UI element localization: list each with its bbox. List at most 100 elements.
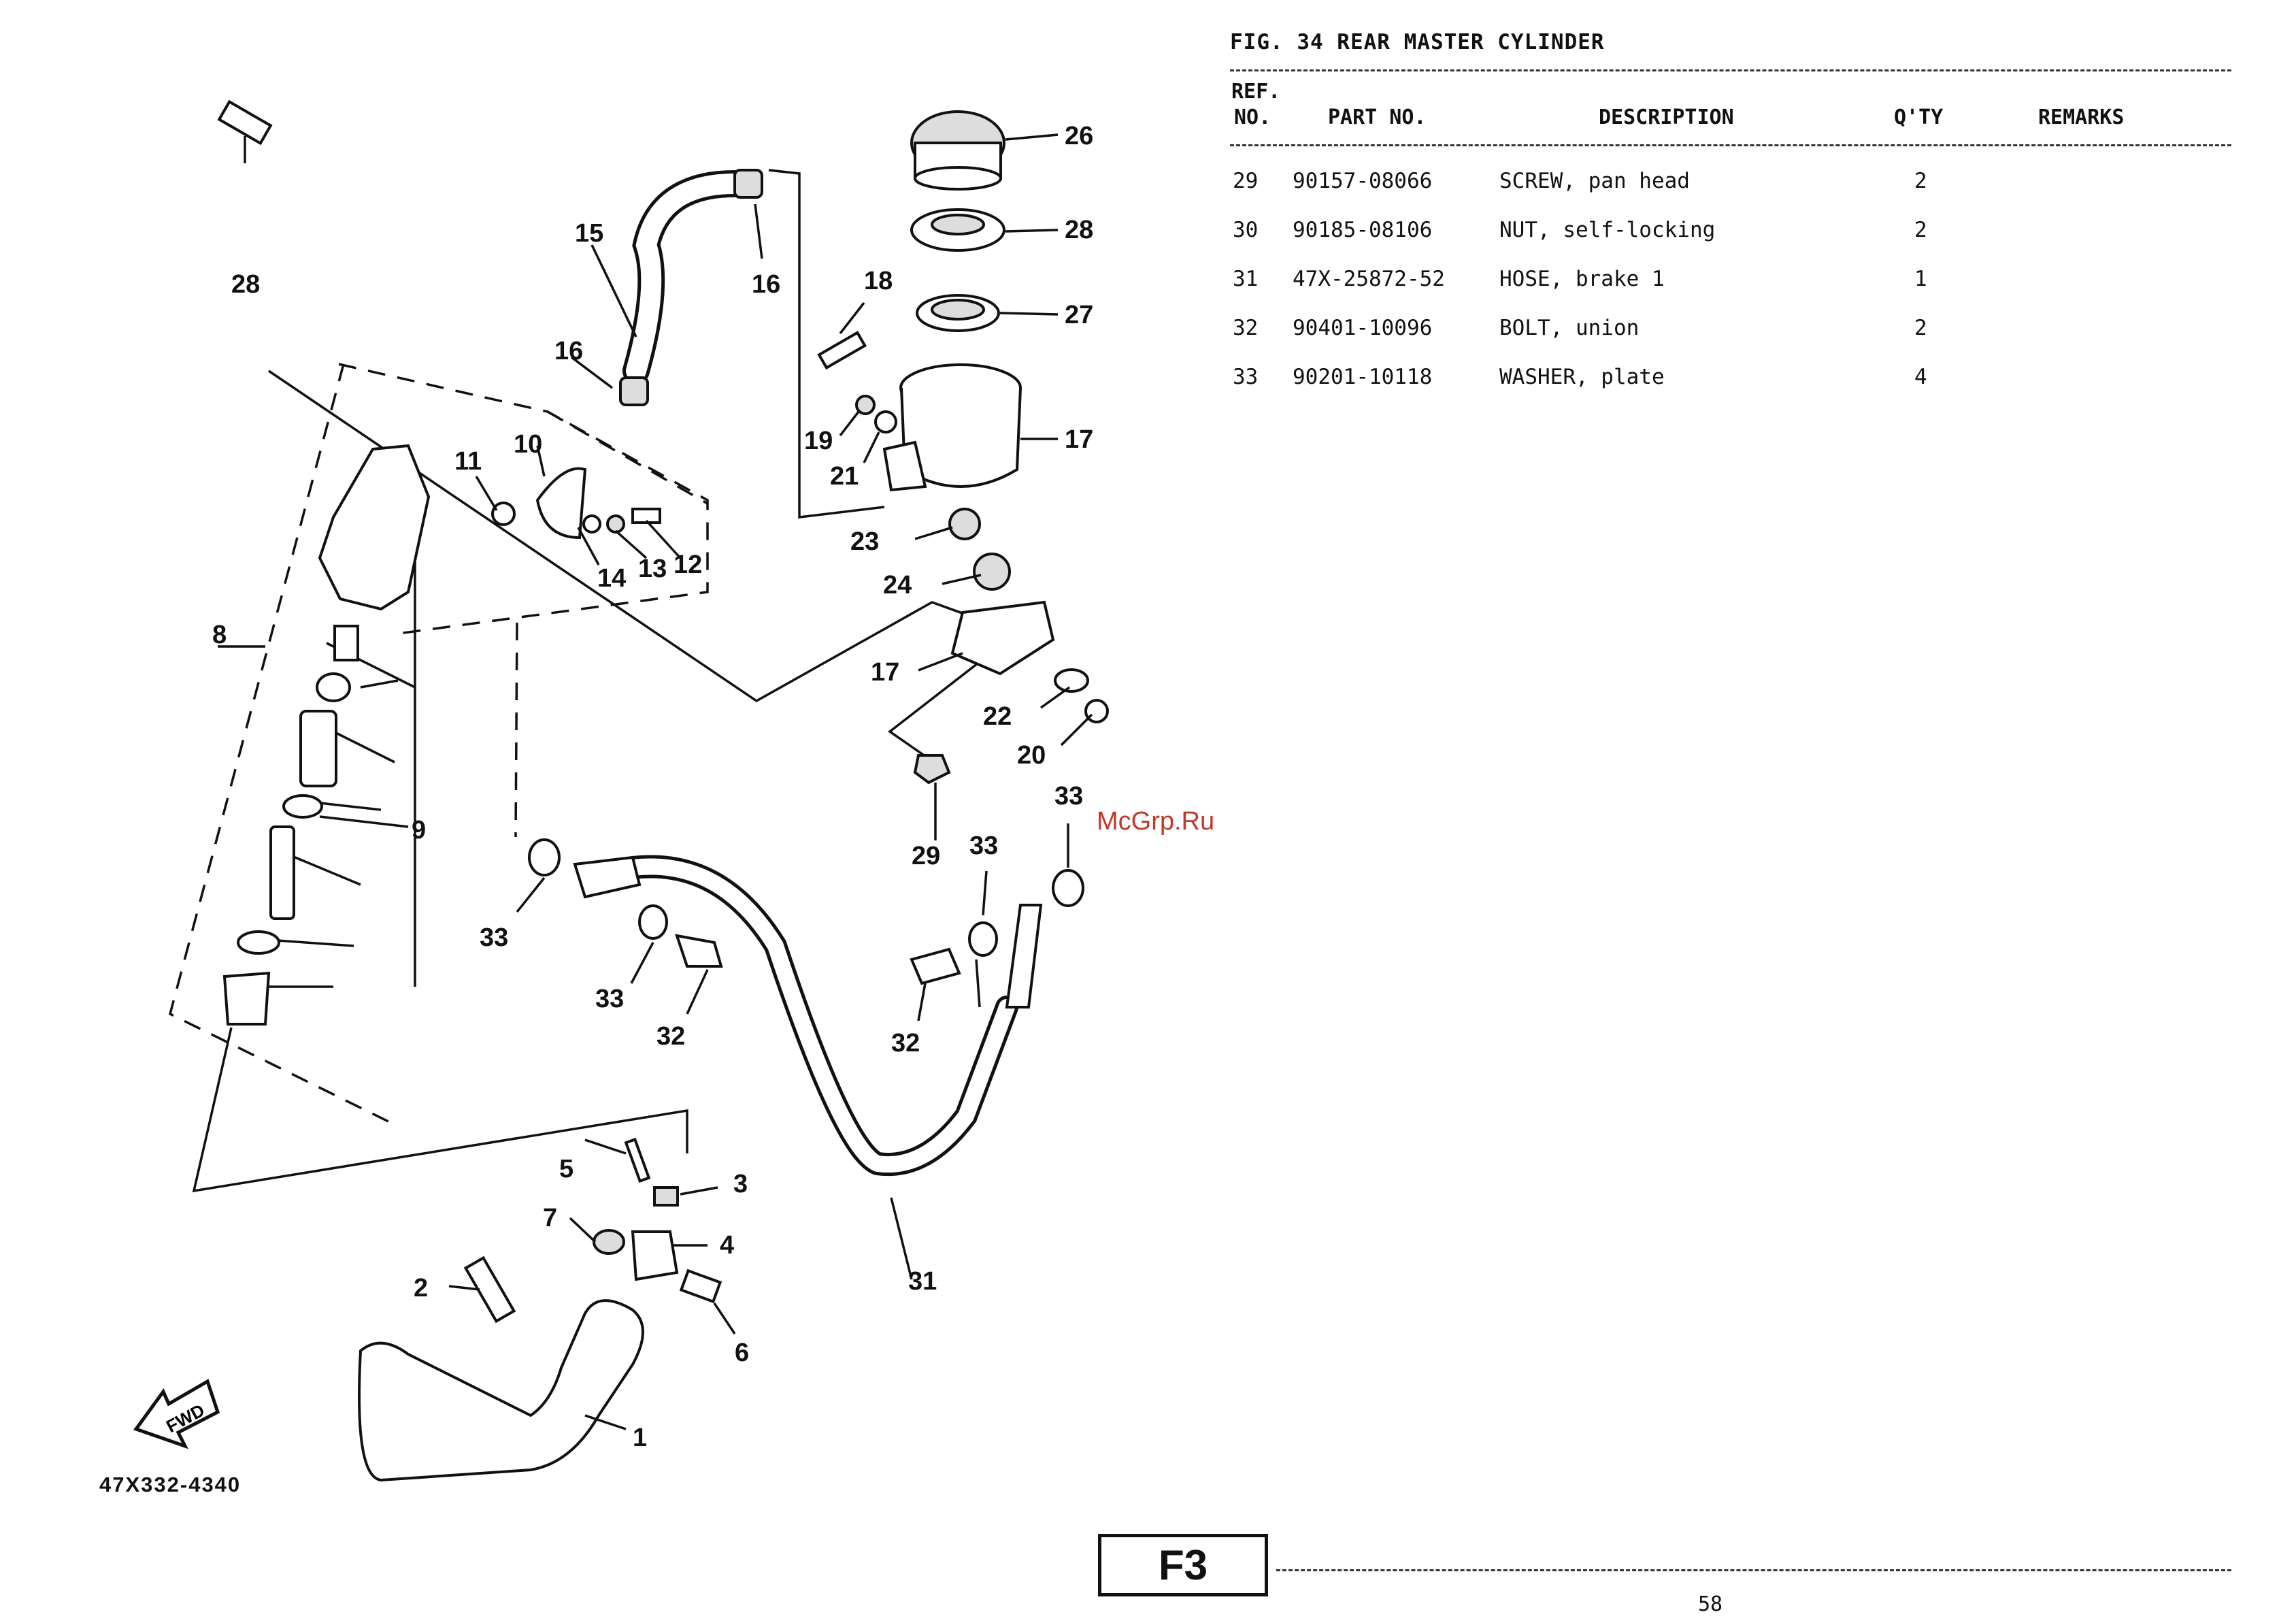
washer-20	[855, 395, 876, 415]
fitting-24	[948, 508, 981, 540]
callout-33-b: 33	[595, 985, 624, 1013]
clevis-pin-6	[679, 1268, 722, 1304]
callout-33-d: 33	[1054, 782, 1083, 810]
internal-parts-leader	[258, 507, 416, 988]
callout-6: 6	[735, 1339, 749, 1367]
screw-small	[631, 508, 661, 524]
row-part-no: 47X-25872-52	[1293, 267, 1445, 291]
callout-11: 11	[454, 447, 482, 476]
screw-19	[817, 331, 867, 370]
callout-29: 28	[231, 270, 260, 299]
piston	[299, 710, 337, 787]
callout-28: 28	[1065, 216, 1093, 244]
callout-13: 13	[638, 555, 667, 583]
washer-22	[874, 410, 897, 433]
row-ref: 29	[1233, 169, 1259, 193]
o-ring	[491, 502, 516, 526]
callout-24: 23	[850, 527, 879, 556]
cup-secondary	[282, 794, 323, 819]
row-ref: 30	[1233, 218, 1259, 242]
row-part-no: 90401-10096	[1293, 316, 1433, 340]
callout-25: 24	[883, 571, 912, 600]
row-part-no: 90157-08066	[1293, 169, 1433, 193]
callout-20: 19	[804, 427, 833, 455]
nut-3	[653, 1186, 679, 1207]
callout-26: 26	[1065, 122, 1093, 150]
callout-33-c: 33	[969, 832, 998, 860]
callout-3: 3	[733, 1170, 748, 1198]
row-part-no: 90185-08106	[1293, 218, 1433, 242]
hose-joint	[535, 467, 587, 540]
collar-25	[973, 553, 1011, 591]
callout-2: 2	[414, 1274, 428, 1302]
boot	[222, 971, 271, 1026]
row-qty: 2	[1914, 218, 1927, 242]
callout-7: 7	[543, 1204, 557, 1232]
hose-fitting-lower	[1005, 904, 1043, 1009]
callout-15: 15	[575, 219, 603, 248]
row-part-no: 90201-10118	[1293, 365, 1433, 389]
figure-title: FIG. 34 REAR MASTER CYLINDER	[1230, 30, 1605, 54]
header-part-no: PART NO.	[1328, 105, 1427, 129]
seal-washer	[606, 514, 625, 534]
footer-rule	[1276, 1569, 2231, 1571]
row-description: BOLT, union	[1499, 316, 1640, 340]
diagram-code: 47X332-4340	[99, 1473, 242, 1496]
callout-14: 14	[597, 564, 626, 593]
section-label: F3	[1098, 1534, 1268, 1596]
washer-small	[582, 514, 601, 534]
pedal-linkage-line	[192, 1027, 688, 1193]
callout-23: 22	[983, 702, 1012, 731]
watermark: McGrp.Ru	[1097, 807, 1215, 836]
table-top-rule	[1230, 69, 2231, 71]
callout-17: 17	[1065, 425, 1093, 454]
header-ref-line1: REF.	[1231, 80, 1281, 103]
callout-10: 10	[514, 430, 542, 459]
callout-32-b: 32	[891, 1029, 920, 1058]
row-description: SCREW, pan head	[1499, 169, 1690, 193]
callout-5: 5	[559, 1155, 573, 1183]
reservoir-cap	[910, 110, 1005, 191]
circlip	[237, 930, 280, 955]
clevis-4	[631, 1230, 679, 1281]
section-text: F3	[1158, 1541, 1208, 1589]
row-description: HOSE, brake 1	[1499, 267, 1665, 291]
page-number: 58	[1698, 1592, 1723, 1616]
washer-33-c	[968, 921, 998, 957]
bracket-outline	[547, 410, 708, 505]
callout-33-a: 33	[480, 923, 508, 952]
table-header-rule	[1230, 144, 2231, 146]
callout-1: 1	[633, 1424, 647, 1452]
master-cylinder-assembly-outline	[168, 363, 709, 1128]
reservoir-tank	[882, 363, 1022, 492]
washer-23	[1054, 668, 1089, 693]
header-ref-line2: NO.	[1234, 105, 1271, 129]
row-qty: 4	[1914, 365, 1927, 389]
callout-32-a: 32	[656, 1022, 685, 1051]
return-spring	[463, 1256, 516, 1324]
header-qty: Q'TY	[1894, 105, 1944, 129]
screw-29	[217, 99, 273, 146]
row-ref: 32	[1233, 316, 1259, 340]
washer-7	[593, 1229, 625, 1255]
callout-19: 18	[864, 267, 893, 295]
washer-33-b	[638, 904, 668, 940]
row-qty: 1	[1914, 267, 1927, 291]
callout-31: 31	[908, 1267, 937, 1296]
row-qty: 2	[1914, 316, 1927, 340]
callout-16-upper: 16	[752, 270, 780, 299]
header-description: DESCRIPTION	[1599, 105, 1734, 129]
union-bolt-a	[675, 934, 723, 968]
spring	[333, 625, 359, 661]
hose-clamp-upper	[733, 169, 763, 199]
washer-33-a	[528, 838, 561, 876]
reservoir-bracket-line	[768, 169, 885, 519]
callout-22: 21	[830, 462, 859, 491]
callout-16-lower: 16	[554, 337, 583, 365]
callout-27: 27	[1065, 301, 1093, 329]
master-cylinder-body	[318, 444, 431, 611]
row-ref: 33	[1233, 365, 1259, 389]
washer-33-d	[1052, 869, 1084, 907]
fwd-arrow-icon: FWD	[133, 1379, 220, 1449]
